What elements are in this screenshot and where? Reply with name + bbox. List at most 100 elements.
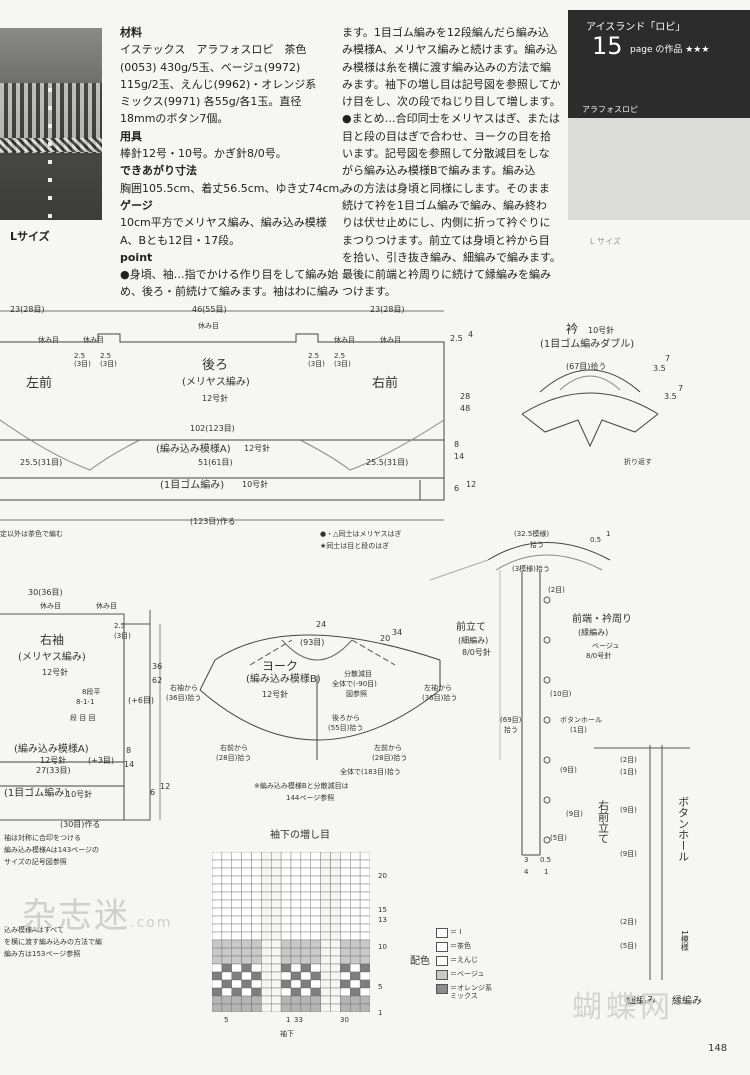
legend-label: ＝えんじ [450, 956, 478, 964]
yoke-rs-pick2: (36目)拾う [166, 694, 202, 702]
button-marker [543, 756, 551, 764]
rest-stitches-left: 休み目 [38, 336, 59, 344]
section-heading: 用具 [120, 129, 142, 143]
sleeve-h14: 14 [124, 760, 135, 769]
sleeve-note4: 込み模様Aはすべて [4, 926, 65, 934]
side-notch-left2: 2.5 (3目) [100, 352, 117, 369]
text-line: 続けて衿を1目ゴム編みで編み、編み終わ [342, 198, 547, 212]
band-r10: (10目) [550, 690, 572, 698]
band-btn: ボタンホール [560, 716, 602, 724]
collar-needle: 10号針 [588, 326, 615, 335]
yoke-total: 全体で(183目)拾う [340, 768, 401, 776]
chart-row-label: 5 [378, 983, 383, 991]
band-edge-needle: 8/0号針 [586, 652, 612, 660]
h14: 14 [454, 452, 465, 461]
yoke-name: ヨーク [262, 659, 299, 673]
band-pick3: (3模様)拾う [512, 565, 550, 573]
band-b05: 0.5 [540, 856, 552, 864]
width-mid: 51(61目) [198, 458, 233, 467]
band-pick69b: 拾う [504, 726, 518, 734]
button-marker [543, 596, 551, 604]
band-top: (32.5模様) [514, 530, 550, 538]
h4: 4 [468, 330, 474, 339]
sleeve-plus6: (+6目) [128, 696, 155, 705]
section-heading: できあがり寸法 [120, 164, 197, 178]
sleeve-rib: (1目ゴム編み) [4, 788, 69, 799]
yoke-ref2: 144ページ参照 [286, 794, 335, 802]
collar-h35a: 3.5 [653, 364, 666, 373]
collar-sub: (1目ゴム編みダブル) [540, 339, 635, 350]
sleeve-needle: 12号針 [42, 668, 69, 677]
rest-stitches-top: 休み目 [198, 322, 219, 330]
legend-swatch [436, 984, 448, 994]
side-notch-left: 2.5 (3目) [74, 352, 91, 369]
yoke-back-pick2: (55目)拾う [328, 724, 364, 732]
text-line: 115g/2玉、えんじ(9962)・オレンジ系 [120, 77, 317, 91]
sleeve-h36: 36 [152, 662, 163, 671]
band-r9a: (9目) [560, 766, 577, 774]
sleeve-w27: 27(33目) [36, 766, 71, 775]
watermark-2: 蝴蝶网 [572, 990, 674, 1025]
h25: 2.5 [450, 334, 463, 343]
text-line: 目と段の目はぎで合わせ、ヨークの目を拾 [342, 129, 551, 143]
collar-h35b: 3.5 [664, 392, 677, 401]
pattern-header: アイスランド「ロピ」 15 page の作品 ★★★ [568, 10, 750, 118]
sleeve-h25: 2.5 [114, 622, 126, 630]
detail-r2b: (2目) [620, 918, 637, 926]
detail-r2: (2目) [620, 756, 637, 764]
band-r2: (2目) [548, 586, 565, 594]
text-line: A、Bとも12目・17段。 [120, 233, 241, 247]
detail-r9a: (9目) [620, 806, 637, 814]
chart-col-label: 5 [224, 1016, 229, 1024]
band-b1: 1 [544, 868, 549, 876]
text-line: ●まとめ…合印同士をメリヤスはぎ、または [342, 112, 561, 126]
button-marker [543, 796, 551, 804]
pattern-a-needle: 12号針 [244, 444, 271, 453]
width-right: 25.5(31目) [366, 458, 409, 467]
detail-r1: (1目) [620, 768, 637, 776]
text-line: りは伏せ止めにし、内側に折って衿ぐりに [342, 216, 551, 230]
section-heading: point [120, 250, 153, 264]
faded-size-label: L サイズ [590, 237, 621, 246]
text-line: います。記号図を参照して分散減目をしな [342, 147, 550, 161]
yoke-lf-pick: 左前から [374, 744, 402, 752]
band-mae: 前立て [456, 622, 486, 633]
header-label: アイスランド「ロピ」 [586, 22, 686, 33]
detail-r9b: (9目) [620, 850, 637, 858]
sleeve-cast: (30目)作る [60, 820, 101, 829]
text-line: 10cm平方でメリヤス編み、編み込み模様 [120, 216, 327, 230]
chart-row-label: 10 [378, 943, 387, 951]
yoke-needle: 12号針 [262, 690, 289, 699]
band-r5: (5目) [550, 834, 567, 842]
note-seam-2: ★同士は目と段のはぎ [320, 542, 390, 550]
text-line: ます。1目ゴム編みを12段編んだら編み込 [342, 26, 549, 39]
sleeve-name: 右袖 [40, 633, 65, 647]
text-line: ●身頃、袖…指でかける作り目をして編み始 [120, 268, 339, 282]
page-number: 148 [708, 1043, 728, 1054]
sleeve-plus3: (+3目) [88, 756, 115, 765]
yoke-rf-pick2: (28目)拾う [216, 754, 252, 762]
chart-row-label: 1 [378, 1009, 383, 1017]
collar-pick: (67目)拾う [566, 362, 607, 371]
width-102: 102(123目) [190, 424, 235, 433]
yoke-dec1: 分散減目 [344, 670, 372, 678]
yoke-w24: 24 [316, 620, 327, 629]
detail-m1: 1模様 [680, 930, 690, 952]
band-b3: 3 [524, 856, 529, 864]
chart-row-label: 20 [378, 872, 387, 880]
text-line: 棒針12号・10号。かぎ針8/0号。 [120, 147, 287, 161]
text-line: ミックス(9971) 各55g/各1玉。直径 [120, 95, 302, 109]
sleeve-h6: 6 [150, 788, 156, 797]
sleeve-note3: サイズの記号図参照 [4, 858, 67, 866]
yoke-rf-pick: 右前から [220, 744, 248, 752]
button-marker [543, 836, 551, 844]
legend-title: 配色 [410, 956, 430, 967]
band-b4: 4 [524, 868, 529, 876]
band-btn2: (1目) [570, 726, 587, 734]
band-h05: 0.5 [590, 536, 602, 544]
right-front-label: 右前 [372, 376, 399, 391]
button-marker [543, 716, 551, 724]
yoke-rs-pick: 右袖から [170, 684, 198, 692]
sleeve-pattern-a: (編み込み模様A) [14, 744, 89, 755]
text-line: まつりつけます。前立ては身頃と衿から目 [342, 233, 550, 247]
